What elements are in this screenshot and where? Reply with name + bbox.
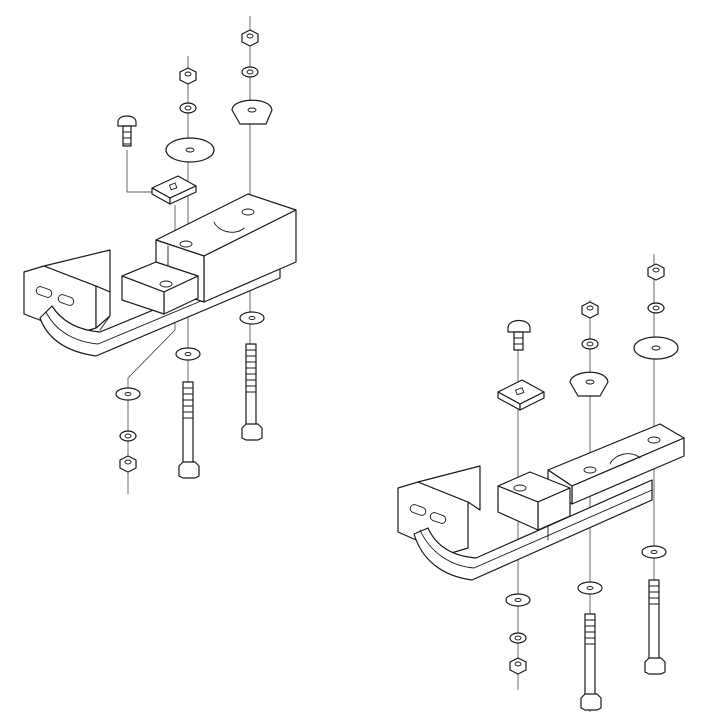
- left-carriage-bolt: [117, 115, 137, 147]
- right-hex-bolt-right: [644, 579, 666, 675]
- left-fender-washer: [165, 137, 215, 163]
- right-lock-washer-bottom: [509, 632, 527, 644]
- right-shaped-washer: [569, 371, 609, 397]
- right-assembly: [397, 254, 685, 712]
- left-hex-bolt-middle: [178, 381, 200, 479]
- left-shaped-washer: [231, 99, 273, 125]
- right-flat-washer-bottom-left: [505, 593, 531, 607]
- left-assembly: [23, 16, 297, 494]
- right-flat-washer-bottom-right: [641, 545, 667, 559]
- right-side-bracket: [397, 465, 481, 555]
- right-hex-nut-right: [647, 263, 665, 281]
- left-flat-washer-bottom-left: [115, 387, 141, 401]
- right-u-saddle: [497, 471, 571, 531]
- left-lock-washer-right: [241, 66, 259, 78]
- right-lock-washer-right: [647, 302, 665, 314]
- left-flat-washer-bottom-middle: [175, 347, 201, 361]
- right-square-washer: [497, 379, 545, 411]
- left-hex-nut-top: [179, 67, 197, 85]
- right-flat-washer-bottom-middle: [577, 581, 603, 595]
- left-flat-washer-bottom-right: [239, 311, 265, 325]
- left-lock-washer-top: [179, 102, 197, 114]
- left-lock-washer-bottom: [119, 430, 137, 442]
- right-hex-bolt-middle: [580, 613, 602, 711]
- left-square-washer: [151, 175, 197, 205]
- left-u-saddle: [121, 261, 199, 315]
- right-lock-washer-middle: [581, 338, 599, 350]
- right-carriage-bolt: [507, 319, 531, 351]
- left-hex-nut-right: [241, 29, 259, 47]
- left-hex-bolt-right: [241, 343, 263, 441]
- right-tube: [413, 479, 653, 581]
- right-hex-nut-bottom: [509, 657, 527, 675]
- right-fender-washer: [633, 336, 679, 360]
- left-hex-nut-bottom: [119, 455, 137, 473]
- right-hex-nut-middle: [581, 301, 599, 319]
